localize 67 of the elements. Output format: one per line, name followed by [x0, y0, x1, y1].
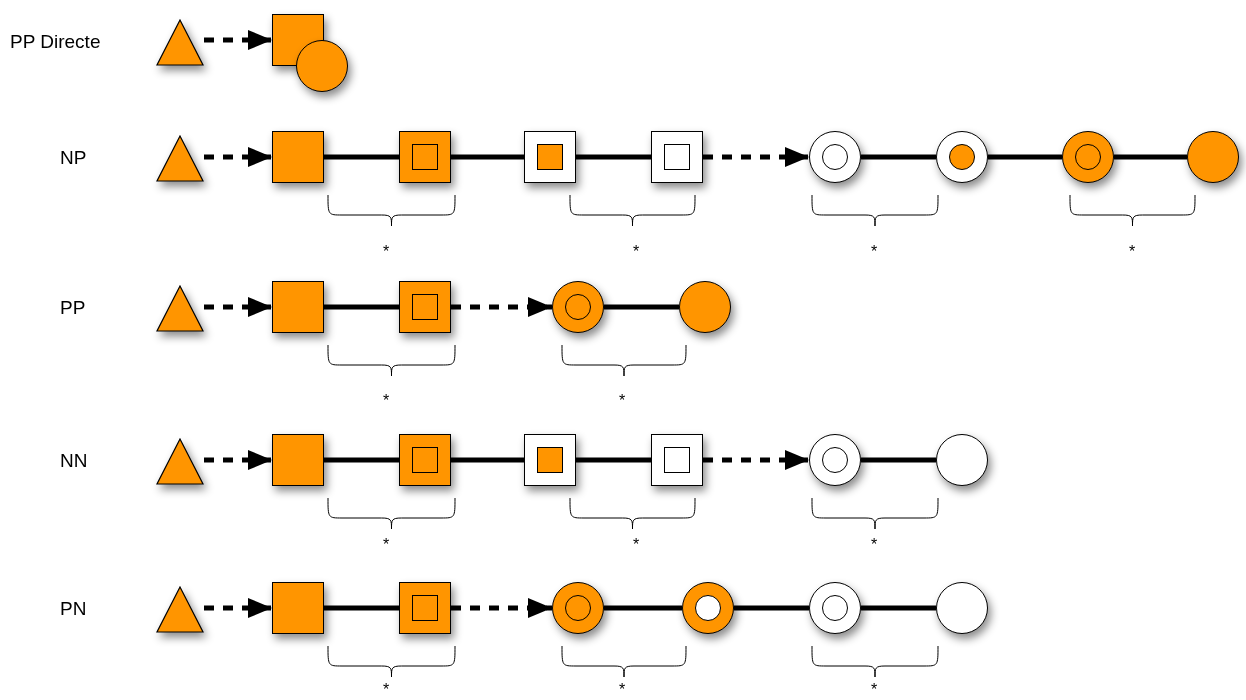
asterisk-mark: * — [382, 393, 390, 409]
triangle-shape — [156, 437, 204, 485]
connector-line — [861, 457, 936, 463]
inner-square-shape — [412, 144, 438, 170]
square-shape — [272, 131, 324, 183]
row-label: PP Directe — [10, 31, 101, 51]
square-shape — [399, 131, 451, 183]
square-shape — [399, 582, 451, 634]
triangle-shape — [156, 134, 204, 182]
triangle-shape — [156, 18, 204, 66]
square-shape — [651, 434, 703, 486]
square-shape — [524, 434, 576, 486]
inner-square-shape — [664, 447, 690, 473]
connector-line — [451, 154, 524, 160]
arrow — [204, 147, 272, 167]
arrow — [703, 147, 809, 167]
asterisk-mark: * — [382, 682, 390, 698]
arrow — [204, 30, 272, 50]
asterisk-mark: * — [618, 682, 626, 698]
row-label: PP — [60, 297, 86, 317]
inner-square-shape — [412, 294, 438, 320]
asterisk-mark: * — [1128, 244, 1136, 260]
asterisk-mark: * — [382, 244, 390, 260]
connector-line — [324, 304, 399, 310]
arrow — [204, 297, 272, 317]
square-shape — [651, 131, 703, 183]
row-label: NN — [60, 450, 88, 470]
square-shape — [272, 434, 324, 486]
square-shape — [272, 281, 324, 333]
inner-square-shape — [537, 447, 563, 473]
asterisk-mark: * — [382, 537, 390, 553]
connector-line — [861, 154, 936, 160]
asterisk-mark: * — [632, 537, 640, 553]
asterisk-mark: * — [870, 682, 878, 698]
inner-square-shape — [537, 144, 563, 170]
row-label: NP — [60, 147, 87, 167]
connector-line — [734, 605, 809, 611]
arrow — [451, 598, 552, 618]
connector-line — [324, 605, 399, 611]
asterisk-mark: * — [618, 393, 626, 409]
arrow — [204, 598, 272, 618]
inner-square-shape — [412, 447, 438, 473]
square-shape — [399, 434, 451, 486]
asterisk-mark: * — [632, 244, 640, 260]
connector-line — [604, 605, 682, 611]
square-shape — [524, 131, 576, 183]
arrow — [204, 450, 272, 470]
arrow — [703, 450, 809, 470]
square-shape — [272, 582, 324, 634]
connector-line — [1114, 154, 1187, 160]
arrow — [451, 297, 552, 317]
inner-square-shape — [412, 595, 438, 621]
inner-square-shape — [664, 144, 690, 170]
square-shape — [399, 281, 451, 333]
connector-line — [861, 605, 936, 611]
connector-line — [604, 304, 679, 310]
connector-line — [988, 154, 1062, 160]
asterisk-mark: * — [870, 537, 878, 553]
connector-line — [576, 154, 651, 160]
connector-line — [324, 154, 399, 160]
asterisk-mark: * — [870, 244, 878, 260]
triangle-shape — [156, 284, 204, 332]
connector-line — [324, 457, 399, 463]
connector-line — [451, 457, 524, 463]
triangle-shape — [156, 585, 204, 633]
row-label: PN — [60, 598, 87, 618]
connector-line — [576, 457, 651, 463]
